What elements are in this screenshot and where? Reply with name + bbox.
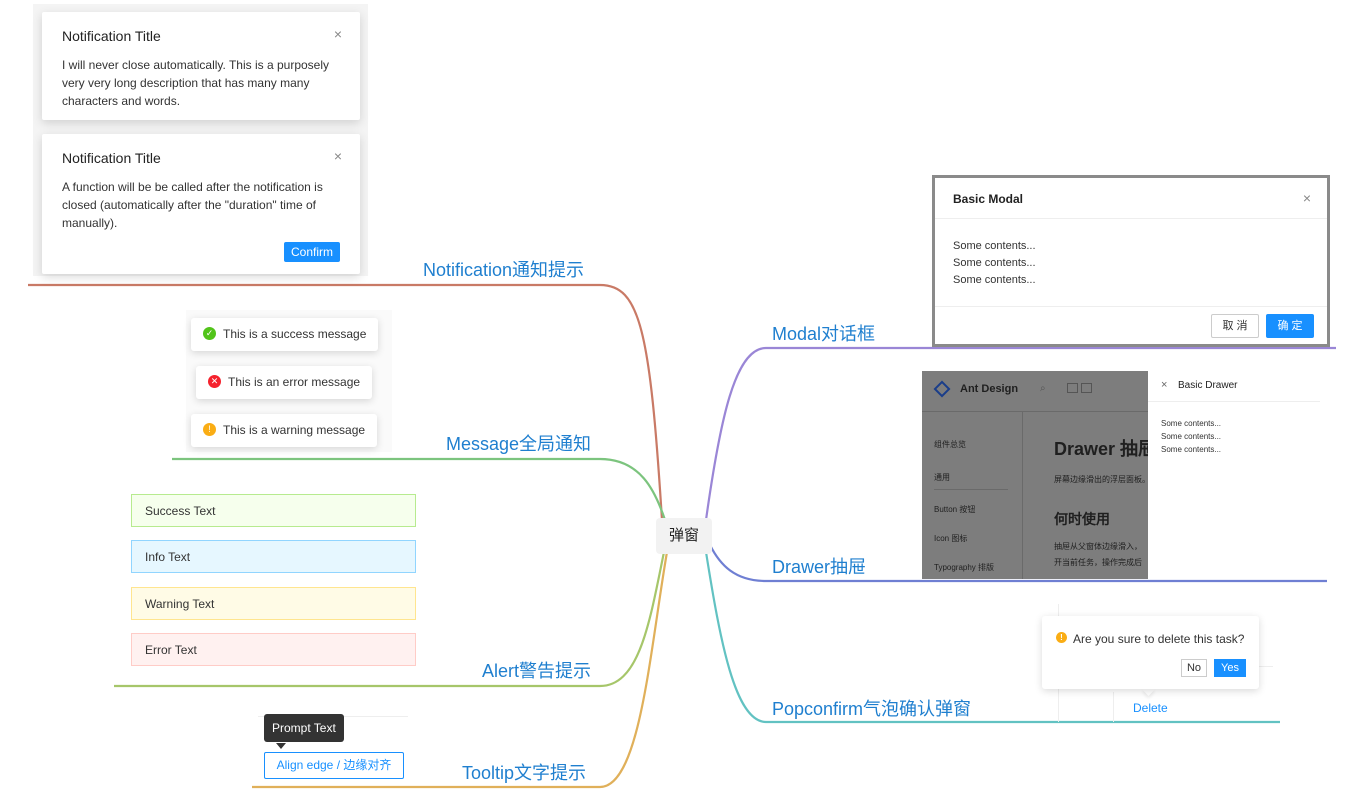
close-icon[interactable]: × [333,148,342,164]
branch-label-alert[interactable]: Alert警告提示 [482,661,592,681]
notification-card-1: Notification Title I will never close au… [42,12,360,120]
branch-line-notification [28,283,664,521]
notification-description: I will never close automatically. This i… [62,58,329,108]
message-text: This is a success message [223,327,367,341]
message-text: This is a warning message [223,423,366,437]
sidebar-item[interactable]: Button 按钮 [934,505,976,514]
message-warning: ! This is a warning message [191,414,378,447]
branch-label-modal[interactable]: Modal对话框 [772,324,876,344]
alert-error: Error Text [131,633,416,666]
page-heading: Drawer 抽屉 [1054,439,1148,459]
tooltip-bubble: Prompt Text [264,714,344,742]
shortcut-key-icon [1067,383,1078,393]
delete-link[interactable]: Delete [1133,701,1168,715]
close-icon[interactable]: × [333,26,342,42]
drawer-content-line: Some contents... [1161,419,1222,428]
confirm-button[interactable]: Confirm [283,242,340,262]
alert-warning: Warning Text [131,587,416,620]
notification-card-2: Notification Title A function will be be… [42,134,360,274]
branch-line-drawer [709,544,1327,583]
branch-label-notification[interactable]: Notification通知提示 [423,260,585,280]
check-circle-icon: ✓ [203,327,216,341]
paragraph-line: 抽屉从父窗体边缘滑入， [1054,542,1142,551]
modal-content-line: Some contents... [953,240,1036,252]
sidebar-item[interactable]: Typography 排版 [934,563,995,572]
exclamation-circle-icon: ! [203,423,216,437]
center-node[interactable]: 弹窗 [656,518,712,554]
drawer-title: Basic Drawer [1178,380,1238,391]
branch-line-modal [704,346,1336,521]
sidebar-item[interactable]: 组件总览 [934,440,966,449]
modal-content-line: Some contents... [953,257,1036,269]
branch-label-drawer[interactable]: Drawer抽屉 [772,557,867,577]
divider [1113,692,1114,722]
notification-title: Notification Title [62,28,161,44]
no-button[interactable]: No [1181,659,1207,677]
drawer-panel: × Basic Drawer Some contents... Some con… [1148,371,1320,579]
message-text: This is an error message [228,375,361,389]
branch-label-tooltip[interactable]: Tooltip文字提示 [462,763,587,783]
close-circle-icon: ✕ [208,375,221,389]
shortcut-key-icon [1081,383,1092,393]
modal-dialog: Basic Modal × Some contents... Some cont… [932,175,1330,347]
sidebar-item[interactable]: Icon 图标 [934,534,968,543]
search-icon: ⌕ [1040,383,1046,394]
paragraph-line: 开当前任务，操作完成后 [1054,558,1142,567]
branch-line-alert [114,551,666,688]
drawer-body: Some contents... Some contents... Some c… [1161,417,1221,456]
close-icon[interactable]: × [1302,190,1311,206]
drawer-content-line: Some contents... [1161,432,1222,441]
branch-line-popconfirm [704,551,1280,724]
alert-success: Success Text [131,494,416,527]
branch-line-tooltip [252,551,669,789]
ok-button[interactable]: 确 定 [1266,314,1314,338]
align-edge-button[interactable]: Align edge / 边缘对齐 [264,752,404,779]
divider [1022,411,1023,579]
modal-body: Some contents... Some contents... Some c… [953,238,1036,289]
section-heading: 何时使用 [1054,511,1110,527]
divider [935,306,1327,307]
modal-content-line: Some contents... [953,274,1036,286]
modal-title: Basic Modal [953,192,1024,206]
divider [1148,401,1320,402]
drawer-content-line: Some contents... [1161,445,1222,454]
logo-text: Ant Design [960,383,1019,395]
divider [922,411,1148,412]
divider [935,218,1327,219]
branch-line-message [172,457,667,521]
branch-label-popconfirm[interactable]: Popconfirm气泡确认弹窗 [772,699,972,719]
ant-design-logo-icon [933,380,951,398]
notification-title: Notification Title [62,150,161,166]
message-error: ✕ This is an error message [196,366,373,399]
yes-button[interactable]: Yes [1214,659,1246,677]
notification-description: A function will be be called after the n… [62,180,323,230]
popconfirm-question: Are you sure to delete this task? [1073,632,1245,646]
message-success: ✓ This is a success message [191,318,379,351]
tooltip-arrow [276,743,286,749]
popconfirm-bubble: ! Are you sure to delete this task? No Y… [1042,616,1259,689]
divider [934,489,1008,490]
drawer-backdrop-page: Ant Design ⌕ 组件总览 通用 Button 按钮 Icon 图标 T… [922,371,1148,579]
page-intro: 屏幕边缘滑出的浮层面板。 [1054,475,1148,484]
cancel-button[interactable]: 取 消 [1211,314,1259,338]
alert-info: Info Text [131,540,416,573]
close-icon[interactable]: × [1161,379,1168,391]
branch-label-message[interactable]: Message全局通知 [446,434,592,454]
sidebar-group: 通用 [934,473,950,482]
exclamation-circle-icon: ! [1056,632,1067,643]
